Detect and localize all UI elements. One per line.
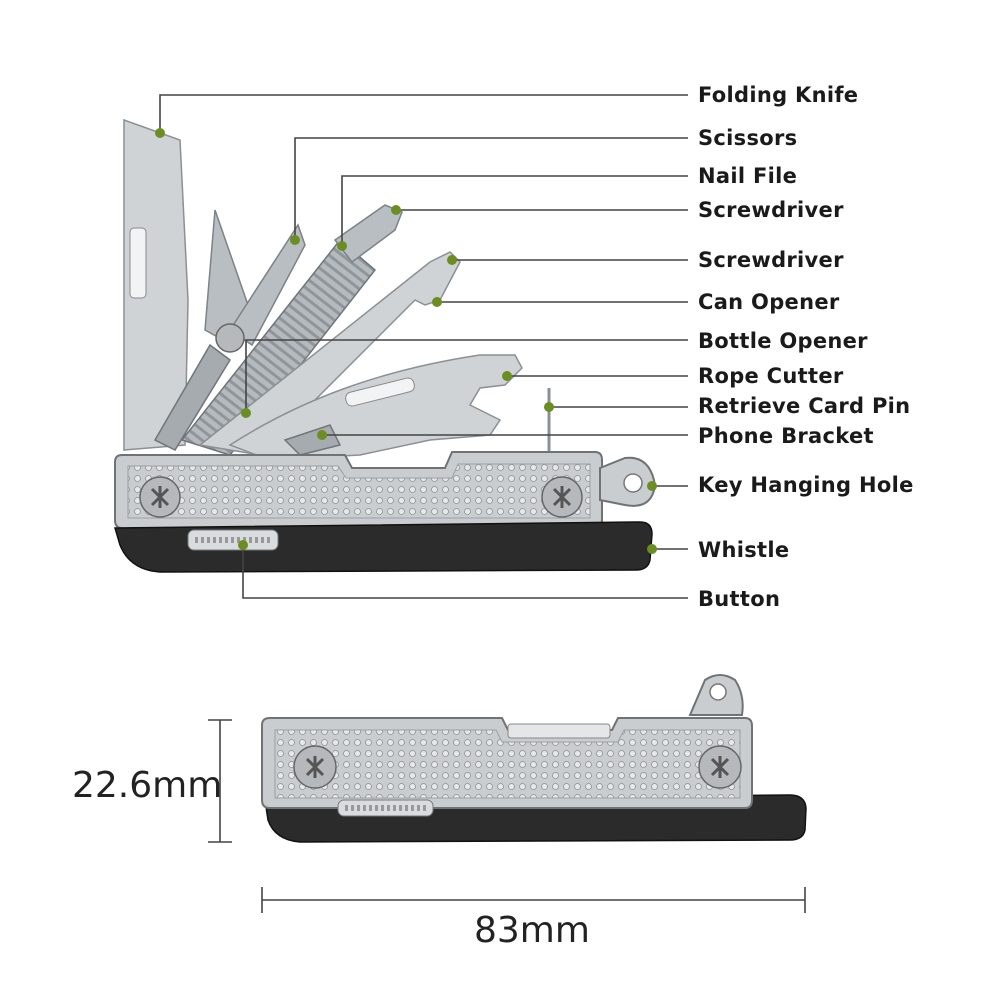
open-tool-illustration: [114, 118, 657, 573]
closed-button-wheel: [337, 799, 434, 817]
label-retrieve-card-pin: Retrieve Card Pin: [698, 394, 910, 418]
pointer-dot: [317, 430, 327, 440]
label-scissors: Scissors: [698, 126, 797, 150]
key-ring: [599, 456, 657, 507]
height-dimension-label: 22.6mm: [72, 765, 222, 806]
label-whistle: Whistle: [698, 538, 789, 562]
closed-handle-texture: [274, 729, 741, 799]
button-wheel: [187, 529, 279, 551]
pointer-dot: [647, 544, 657, 554]
scissors-blades: [153, 209, 306, 451]
label-screwdriver-2: Screwdriver: [698, 248, 844, 272]
closed-screw-left: [293, 745, 337, 789]
label-nail-file: Nail File: [698, 164, 797, 188]
folding-knife-blade: [123, 118, 189, 451]
label-key-hanging-hole: Key Hanging Hole: [698, 473, 914, 497]
dimension-height: 22.6mm: [72, 719, 232, 843]
pointer-dot: [238, 540, 248, 550]
closed-top-slot: [507, 723, 611, 739]
closed-screw-right: [698, 745, 742, 789]
tool-handle: [114, 451, 603, 529]
labels: Folding Knife Scissors Nail File Screwdr…: [698, 83, 914, 611]
pointer-dot: [502, 371, 512, 381]
closed-tool-illustration: [261, 674, 807, 843]
label-button: Button: [698, 587, 780, 611]
leader-bottle-opener: [245, 339, 688, 413]
label-folding-knife: Folding Knife: [698, 83, 858, 107]
leader-folding-knife: [159, 94, 688, 133]
pointer-dot: [432, 297, 442, 307]
label-phone-bracket: Phone Bracket: [698, 424, 874, 448]
leader-lines: [155, 94, 688, 599]
dimension-length: 83mm: [261, 887, 806, 951]
screw-left: [139, 476, 181, 518]
pointer-dot: [544, 402, 554, 412]
length-dimension-label: 83mm: [474, 910, 590, 951]
label-rope-cutter: Rope Cutter: [698, 364, 844, 388]
pointer-dot: [155, 128, 165, 138]
leader-button: [242, 545, 688, 599]
nail-file-tool: [180, 238, 377, 456]
screw-right: [541, 476, 583, 518]
pointer-dot: [337, 241, 347, 251]
pointer-dot: [447, 255, 457, 265]
pointer-dot: [647, 481, 657, 491]
closed-key-ring: [688, 674, 744, 716]
pointer-dot: [391, 205, 401, 215]
leader-nail-file: [341, 175, 688, 246]
pointer-dot: [290, 235, 300, 245]
label-bottle-opener: Bottle Opener: [698, 329, 868, 353]
pointer-dot: [241, 408, 251, 418]
label-screwdriver-1: Screwdriver: [698, 198, 844, 222]
screwdriver-bit-tool: [333, 204, 403, 264]
leader-scissors: [294, 137, 688, 240]
label-can-opener: Can Opener: [698, 290, 840, 314]
